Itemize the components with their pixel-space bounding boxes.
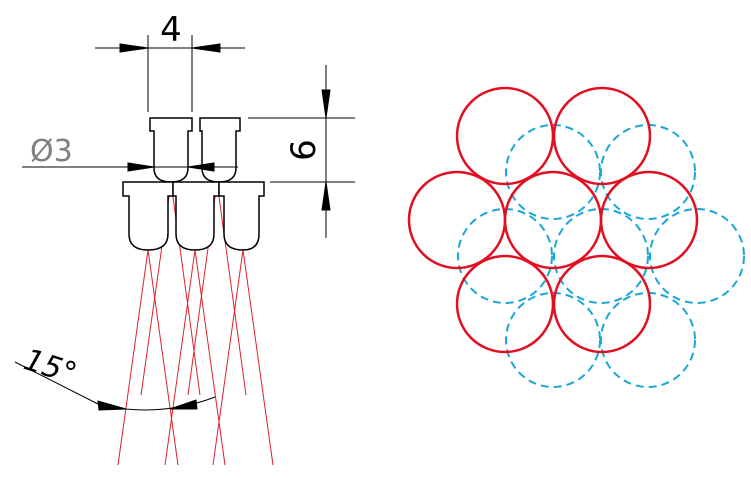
spot-circle-solid bbox=[552, 86, 652, 186]
diameter-dimension bbox=[22, 162, 238, 172]
arrowhead bbox=[127, 162, 155, 172]
arrowhead bbox=[187, 162, 215, 172]
spacing-label: 4 bbox=[160, 10, 182, 50]
spot-circle-solid bbox=[455, 254, 555, 354]
leader-line bbox=[14, 361, 101, 406]
led-front-row bbox=[122, 181, 265, 251]
led-body bbox=[122, 181, 174, 251]
beam-line bbox=[117, 249, 149, 466]
arrowhead bbox=[97, 400, 127, 411]
beam-line bbox=[242, 249, 274, 466]
led-body bbox=[218, 181, 265, 251]
spot-circle-solid bbox=[407, 170, 507, 270]
arrowhead bbox=[191, 43, 221, 53]
arrowhead bbox=[169, 399, 198, 410]
beam-line bbox=[164, 249, 196, 466]
beam-line bbox=[194, 249, 226, 466]
beam-line bbox=[147, 249, 179, 466]
height-label: 6 bbox=[284, 139, 324, 161]
led-body bbox=[149, 117, 193, 183]
spot-circle-solid bbox=[599, 170, 699, 270]
arrowhead bbox=[321, 89, 331, 119]
diameter-label: Ø3 bbox=[30, 134, 73, 169]
beam-line bbox=[212, 249, 244, 466]
led-body bbox=[199, 117, 241, 183]
spot-circle-dashed bbox=[600, 292, 696, 388]
spot-circle-solid bbox=[455, 86, 555, 186]
light-spot-pattern bbox=[407, 86, 745, 388]
arrowhead bbox=[119, 43, 149, 53]
arrowhead bbox=[321, 181, 331, 211]
led-side-view: 4 6 Ø3 15° bbox=[14, 10, 355, 466]
angle-label: 15° bbox=[20, 342, 81, 392]
led-back-row bbox=[149, 117, 241, 183]
beam-line bbox=[216, 181, 247, 396]
spot-circle-solid bbox=[552, 254, 652, 354]
solid-circles bbox=[407, 86, 699, 354]
led-body bbox=[172, 181, 220, 251]
height-dimension bbox=[248, 65, 355, 238]
spot-circle-solid bbox=[503, 170, 603, 270]
angle-dimension bbox=[14, 361, 216, 411]
spacing-dimension bbox=[95, 35, 245, 112]
